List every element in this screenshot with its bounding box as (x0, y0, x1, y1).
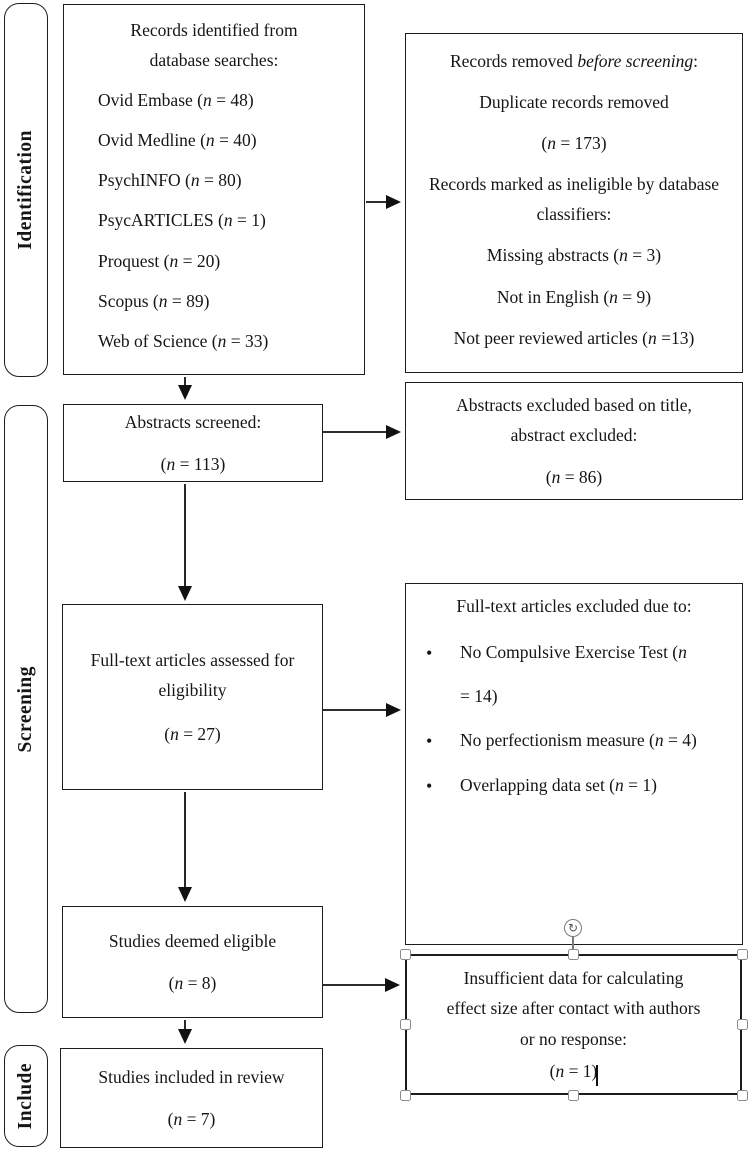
selection-handle-ne[interactable] (736, 948, 748, 960)
count-line: (n = 1) (549, 1060, 598, 1081)
exclusion-reason: No perfectionism measure (n = 4) (460, 729, 697, 750)
box-title: Insufficient data for calculating effect… (446, 967, 701, 1049)
database-item: Ovid Medline (n = 40) (98, 130, 257, 151)
stage-label-include[interactable]: Include (4, 1045, 48, 1147)
box-title: Studies included in review (98, 1067, 285, 1088)
exclusion-list: • No Compulsive Exercise Test (n = 14) •… (420, 631, 728, 809)
list-item: • No Compulsive Exercise Test (n = 14) (424, 631, 728, 719)
list-item: • No perfectionism measure (n = 4) (424, 719, 728, 764)
database-list: Ovid Embase (n = 48) Ovid Medline (n = 4… (80, 75, 348, 356)
box-fulltext-excluded[interactable]: Full-text articles excluded due to: • No… (405, 583, 743, 945)
box-insufficient-data[interactable]: Insufficient data for calculating effect… (405, 954, 742, 1095)
stage-label-screening[interactable]: Screening (4, 405, 48, 1013)
selection-handle-w[interactable] (399, 1019, 411, 1030)
rotate-handle-stem (572, 936, 574, 954)
selection-handle-se[interactable] (736, 1089, 748, 1101)
selection-handle-e[interactable] (736, 1019, 748, 1030)
box-title: Records removed before screening: (449, 51, 699, 71)
selection-handle-s[interactable] (568, 1089, 579, 1101)
exclusion-reason: Overlapping data set (n = 1) (460, 774, 657, 795)
bullet-icon: • (426, 643, 433, 664)
stage-label-identification-text: Identification (15, 130, 36, 250)
count-line: (n = 27) (164, 724, 221, 745)
removed-line: Missing abstracts (n = 3) (486, 245, 662, 266)
removed-line: Duplicate records removed (479, 92, 669, 113)
exclusion-reason: No Compulsive Exercise Test (n = 14) (460, 642, 687, 706)
selection-handle-nw[interactable] (399, 948, 411, 960)
count-line: (n = 7) (167, 1108, 216, 1129)
selection-handle-sw[interactable] (399, 1089, 411, 1101)
database-item: PsycARTICLES (n = 1) (98, 210, 266, 231)
bullet-icon: • (426, 775, 433, 796)
database-item: Proquest (n = 20) (98, 250, 221, 271)
box-title: Records identified from database searche… (130, 20, 298, 71)
removed-line: Not in English (n = 9) (496, 286, 652, 307)
box-title: Studies deemed eligible (108, 931, 277, 952)
count-line: (n = 8) (168, 972, 217, 993)
rotate-handle[interactable]: ↻ (564, 919, 582, 937)
bullet-icon: • (426, 730, 433, 751)
list-item: • Overlapping data set (n = 1) (424, 764, 728, 809)
box-title: Abstracts screened: (124, 412, 262, 433)
removed-line: Records marked as ineligible by database… (428, 174, 720, 225)
box-title: Full-text articles assessed for eligibil… (90, 649, 295, 700)
database-item: PsychINFO (n = 80) (98, 170, 242, 191)
removed-line: Not peer reviewed articles (n =13) (453, 327, 695, 348)
box-records-identified[interactable]: Records identified from database searche… (63, 4, 365, 375)
box-studies-eligible[interactable]: Studies deemed eligible (n = 8) (62, 906, 323, 1018)
selection-handle-n[interactable] (568, 948, 579, 960)
database-item: Scopus (n = 89) (98, 290, 210, 311)
stage-label-include-text: Include (15, 1062, 36, 1130)
database-item: Ovid Embase (n = 48) (98, 90, 254, 111)
box-title: Abstracts excluded based on title, abstr… (456, 395, 692, 446)
box-title: Full-text articles excluded due to: (456, 596, 692, 616)
box-fulltext-assessed[interactable]: Full-text articles assessed for eligibil… (62, 604, 323, 790)
database-item: Web of Science (n = 33) (98, 330, 269, 351)
box-studies-included[interactable]: Studies included in review (n = 7) (60, 1048, 323, 1148)
box-abstracts-excluded[interactable]: Abstracts excluded based on title, abstr… (405, 382, 743, 500)
stage-label-identification[interactable]: Identification (4, 3, 48, 377)
text-cursor (596, 1065, 598, 1086)
removed-count: (n = 173) (541, 133, 607, 154)
box-records-removed[interactable]: Records removed before screening: Duplic… (405, 33, 743, 373)
count-line: (n = 86) (545, 466, 603, 487)
count-line: (n = 113) (160, 453, 226, 474)
box-abstracts-screened[interactable]: Abstracts screened: (n = 113) (63, 404, 323, 482)
stage-label-screening-text: Screening (15, 665, 36, 753)
